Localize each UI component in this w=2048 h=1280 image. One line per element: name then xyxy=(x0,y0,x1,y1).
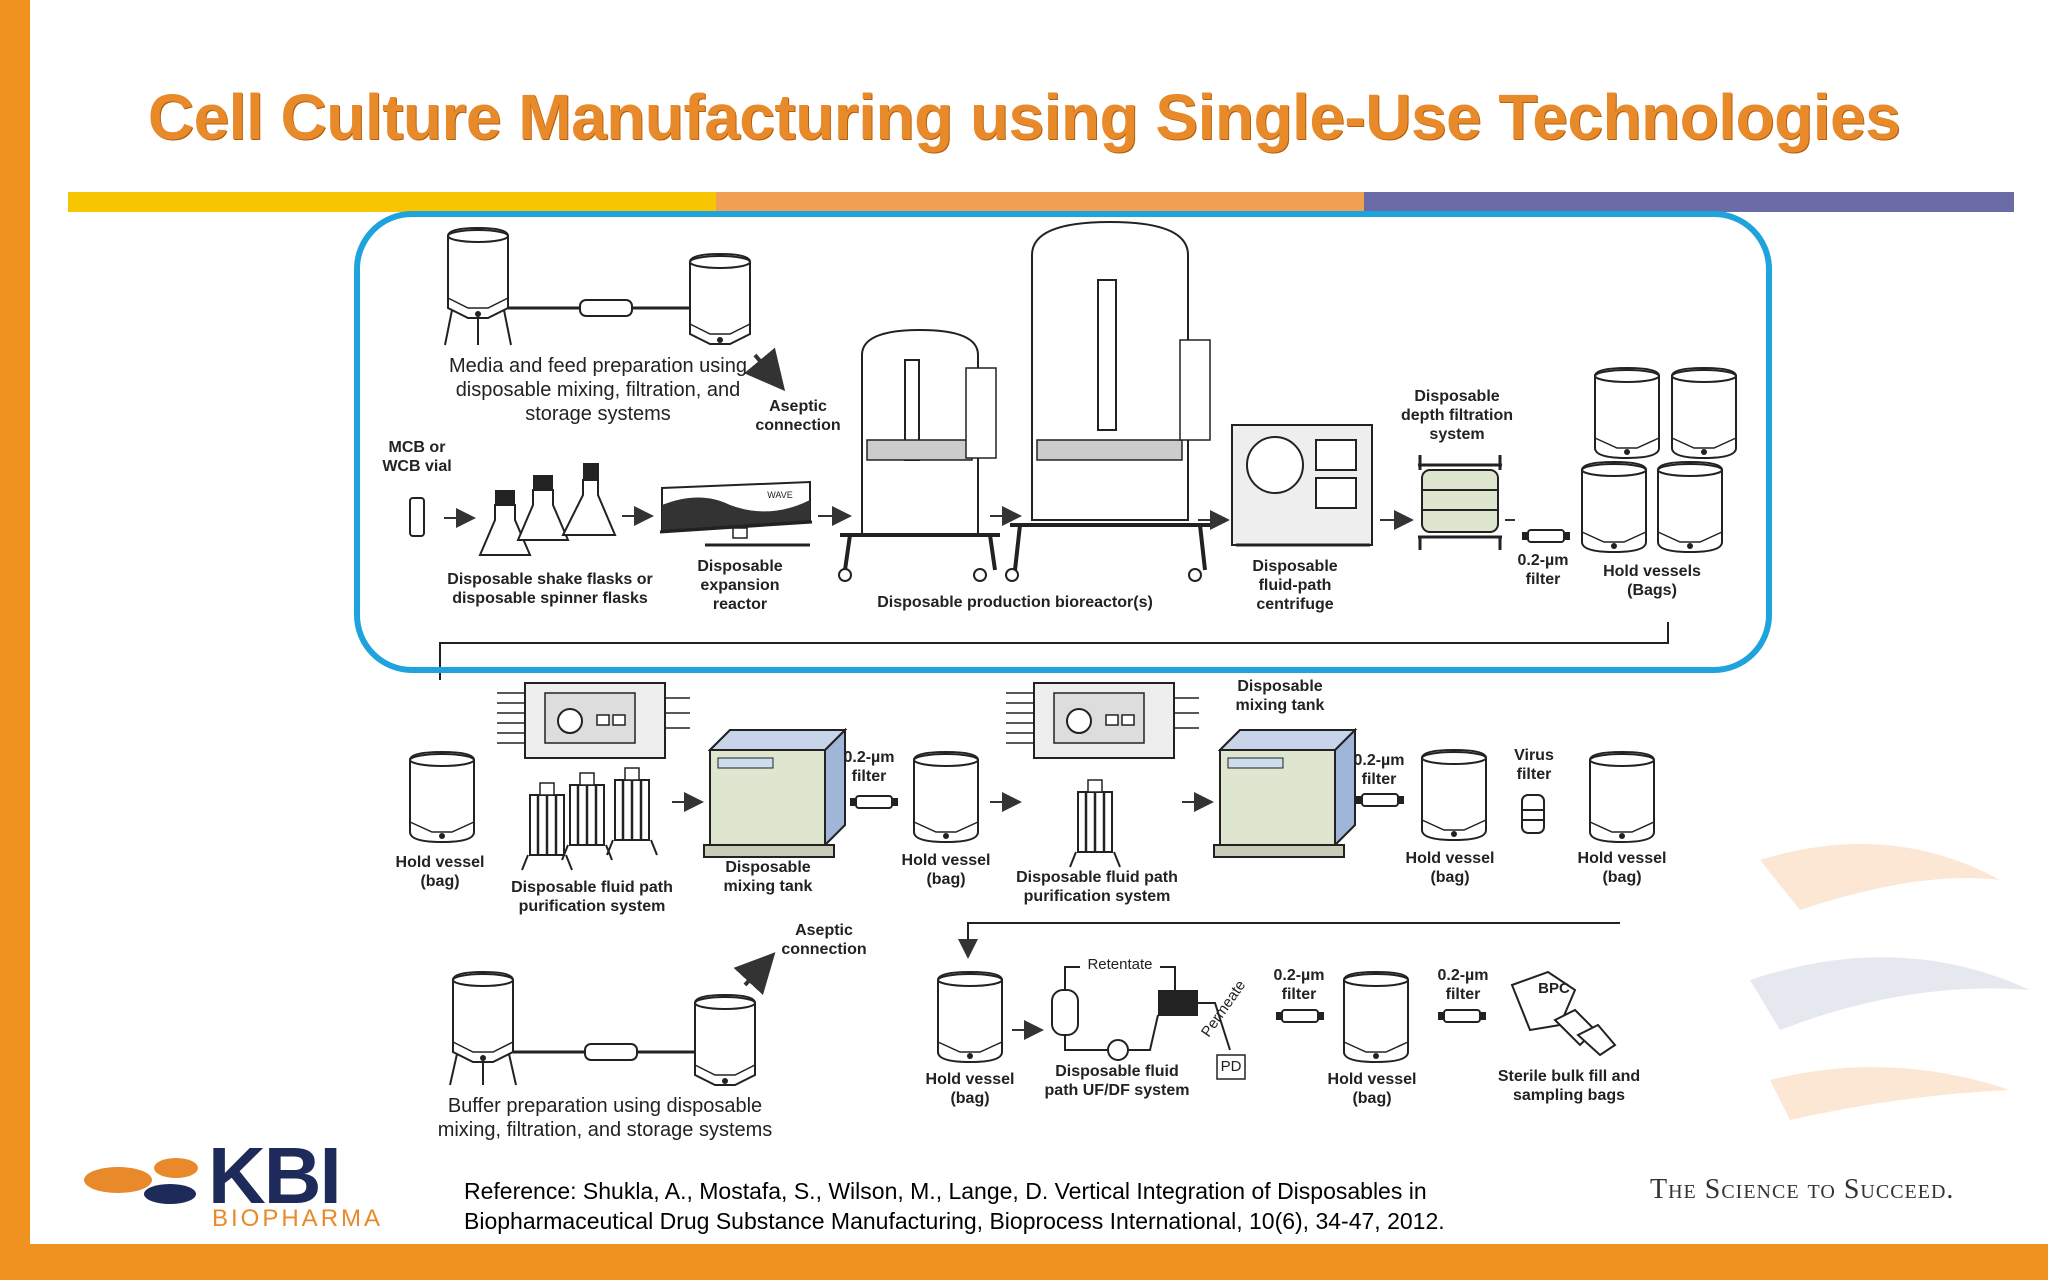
pd-label: PD xyxy=(1220,1058,1242,1075)
ufdf-label: Disposable fluid path UF/DF system xyxy=(1044,1063,1190,1100)
virus-filter-label: Virus filter xyxy=(1514,747,1554,784)
bpc-label: BPC xyxy=(1538,980,1570,997)
centrifuge-icon xyxy=(1231,424,1373,547)
hold-vessel-label-5: Hold vessel (bag) xyxy=(925,1071,1015,1108)
mixing-tank-label-2: Disposable mixing tank xyxy=(1235,678,1325,715)
mcb-vial-label: MCB or WCB vial xyxy=(382,439,452,476)
title-stripe-yellow xyxy=(68,192,716,212)
wave-label: WAVE xyxy=(767,490,793,500)
watermark-swoosh xyxy=(1750,844,2030,1120)
bioreactor-large-icon xyxy=(1005,220,1211,582)
depth-filter-icon xyxy=(1418,455,1502,550)
aseptic-connection-label: Aseptic connection xyxy=(755,398,841,435)
aseptic-connection-label-2: Aseptic connection xyxy=(781,922,867,959)
ufdf-icon xyxy=(1051,966,1246,1080)
kbi-logo-text: KBI xyxy=(208,1131,342,1220)
filter-label-5: 0.2-µm filter xyxy=(1437,967,1489,1004)
production-bioreactor-label: Disposable production bioreactor(s) xyxy=(877,594,1153,611)
depth-filtration-label: Disposable depth filtration system xyxy=(1401,388,1513,444)
buffer-prep-label: Buffer preparation using disposable mixi… xyxy=(437,1095,773,1141)
kbi-logo-subtext: BIOPHARMA xyxy=(212,1205,384,1232)
purification-label-2: Disposable fluid path purification syste… xyxy=(1016,869,1178,906)
bottom-brand-bar xyxy=(0,1244,2048,1280)
virus-filter-icon xyxy=(1521,794,1545,834)
title-stripe-orange xyxy=(716,192,1364,212)
shake-flasks-label: Disposable shake flasks or disposable sp… xyxy=(447,571,653,608)
hold-vessel-label-4: Hold vessel (bag) xyxy=(1577,850,1667,887)
upstream-highlight-box xyxy=(354,211,1772,673)
hold-vessel-label-2: Hold vessel (bag) xyxy=(901,852,991,889)
hold-vessel-label-1: Hold vessel (bag) xyxy=(395,854,485,891)
hold-vessels-label: Hold vessels (Bags) xyxy=(1603,563,1701,600)
media-prep-label: Media and feed preparation using disposa… xyxy=(449,355,747,425)
hold-vessel-label-3: Hold vessel (bag) xyxy=(1405,850,1495,887)
filter-label-1: 0.2-µm filter xyxy=(1517,552,1569,589)
mixing-tank-label-1: Disposable mixing tank xyxy=(723,859,813,896)
reference-citation: Reference: Shukla, A., Mostafa, S., Wils… xyxy=(464,1176,1445,1237)
bioreactor-icon xyxy=(838,328,1000,582)
filter-label-3: 0.2-µm filter xyxy=(1353,752,1405,789)
centrifuge-label: Disposable fluid-path centrifuge xyxy=(1252,558,1338,614)
filter-label-4: 0.2-µm filter xyxy=(1273,967,1325,1004)
slide-title: Cell Culture Manufacturing using Single-… xyxy=(147,81,1901,153)
hold-vessel-label-6: Hold vessel (bag) xyxy=(1327,1071,1417,1108)
purification-label-1: Disposable fluid path purification syste… xyxy=(511,879,673,916)
sterile-bags-label: Sterile bulk fill and sampling bags xyxy=(1497,1068,1641,1105)
tagline: The Science to Succeed. xyxy=(1650,1174,1955,1205)
retentate-label: Retentate xyxy=(1080,956,1160,974)
reference-line-2: Biopharmaceutical Drug Substance Manufac… xyxy=(464,1208,1445,1235)
flask-icon xyxy=(478,463,617,556)
bpc-bag-icon xyxy=(1510,970,1617,1057)
expansion-reactor-label: Disposable expansion reactor xyxy=(697,558,783,614)
title-stripe-blue xyxy=(1364,192,2014,212)
left-brand-bar xyxy=(0,0,30,1280)
reference-line-1: Reference: Shukla, A., Mostafa, S., Wils… xyxy=(464,1178,1427,1204)
kbi-logo-icon xyxy=(84,1158,198,1204)
filter-label-2: 0.2-µm filter xyxy=(843,749,895,786)
